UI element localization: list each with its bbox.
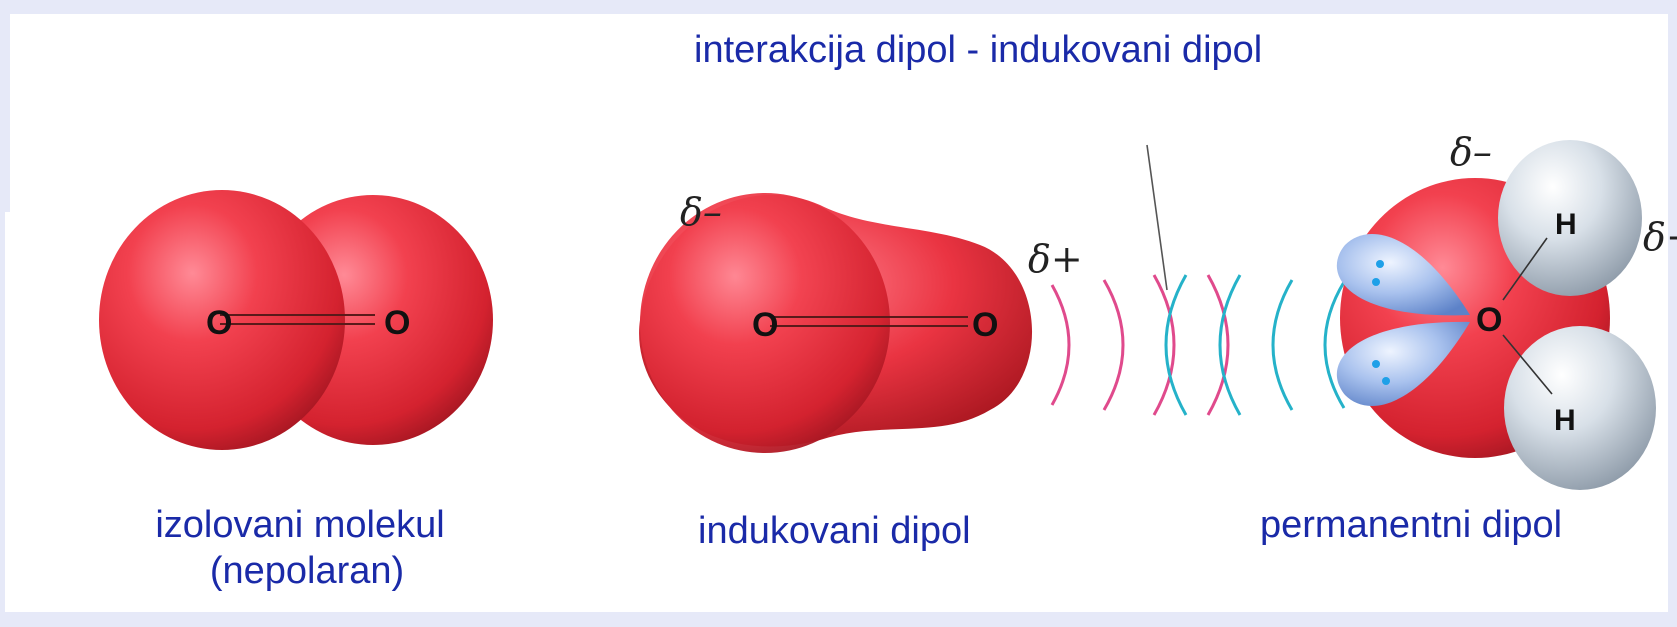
interaction-waves xyxy=(1050,144,1346,416)
oxygen-label: O xyxy=(1476,301,1502,339)
oxygen-label: O xyxy=(384,304,410,342)
permanent-wave-arc xyxy=(1164,274,1188,416)
permanent-wave-arc xyxy=(1271,279,1294,411)
hydrogen-label: H xyxy=(1554,404,1576,437)
partial-charge-positive: δ+ xyxy=(1028,237,1083,281)
frame-bottom xyxy=(0,612,1677,627)
permanent-dipole-caption: permanentni dipol xyxy=(1260,504,1563,546)
partial-charge-negative: δ– xyxy=(1450,130,1492,174)
induced-wave-arc xyxy=(1050,284,1071,406)
oxygen-atom-left xyxy=(640,193,890,453)
permanent-wave-arc xyxy=(1218,274,1242,416)
pointer-line xyxy=(1146,144,1168,291)
lone-pair-dot xyxy=(1372,360,1380,368)
hydrogen-atom-bottom xyxy=(1504,326,1656,490)
oh-bond-top xyxy=(1502,237,1548,301)
isolated-o2-molecule: O O xyxy=(99,190,493,450)
oxygen-atom-left xyxy=(99,190,345,450)
induced-wave-arc xyxy=(1152,274,1176,416)
isolated-molecule-caption: izolovani molekul (nepolaran) xyxy=(110,502,490,594)
caption-line: izolovani molekul xyxy=(155,504,445,546)
partial-charge-positive: δ+ xyxy=(1643,215,1677,259)
lone-pair-lobe-bottom xyxy=(1336,321,1470,406)
permanent-wave-arc xyxy=(1323,281,1346,409)
frame-right xyxy=(1668,0,1677,627)
lone-pair-dot xyxy=(1372,278,1380,286)
induced-wave-arc xyxy=(1102,279,1125,411)
hydrogen-label: H xyxy=(1555,208,1577,241)
frame-left xyxy=(0,0,10,212)
lone-pair-dot xyxy=(1376,260,1384,268)
partial-charge-negative: δ– xyxy=(680,190,722,234)
induced-wave-arc xyxy=(1206,274,1230,416)
induced-dipole-molecule: O O δ– δ+ xyxy=(639,190,1083,453)
water-molecule: O H H δ– δ+ xyxy=(1336,130,1677,490)
oxygen-label: O xyxy=(206,304,232,342)
oxygen-label: O xyxy=(752,306,778,344)
frame-left-lower xyxy=(0,212,5,627)
diagram-title: interakcija dipol - indukovani dipol xyxy=(694,29,1263,71)
lone-pair-lobe-top xyxy=(1336,233,1470,316)
lone-pair-dot xyxy=(1382,377,1390,385)
induced-dipole-caption: indukovani dipol xyxy=(698,510,971,552)
caption-line: (nepolaran) xyxy=(209,550,405,592)
oxygen-label: O xyxy=(972,306,998,344)
frame-top xyxy=(0,0,1677,14)
oh-bond-bottom xyxy=(1502,334,1553,395)
